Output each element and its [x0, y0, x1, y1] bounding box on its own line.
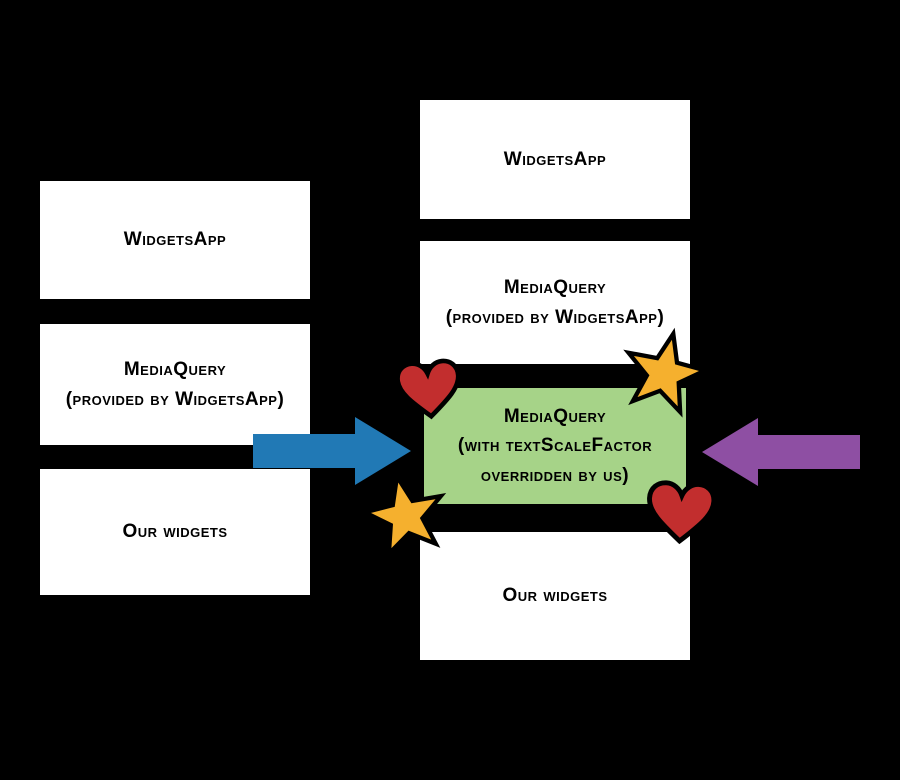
box-label-mediaquery-before: MediaQuery (provided by WidgetsApp): [65, 359, 285, 410]
box-mediaquery-override: MediaQuery (with textScaleFactor overrid…: [420, 384, 690, 508]
box-mediaquery-provided-after: MediaQuery (provided by WidgetsApp): [420, 241, 690, 364]
star-icon: [358, 470, 447, 560]
arrow-right-icon: [253, 417, 411, 485]
box-label-mediaquery-provided-after: MediaQuery (provided by WidgetsApp): [445, 277, 665, 328]
heart-icon: [395, 358, 461, 420]
box-widgetsapp-after: WidgetsApp: [420, 100, 690, 219]
box-label-our-widgets-before: Our widgets: [122, 521, 228, 543]
box-widgetsapp-before: WidgetsApp: [40, 181, 310, 299]
box-label-mediaquery-override: MediaQuery (with textScaleFactor overrid…: [457, 405, 653, 486]
box-mediaquery-before: MediaQuery (provided by WidgetsApp): [40, 324, 310, 445]
star-icon: [623, 327, 712, 418]
box-our-widgets-before: Our widgets: [40, 469, 310, 595]
box-label-our-widgets-after: Our widgets: [502, 585, 608, 607]
box-label-widgetsapp-after: WidgetsApp: [503, 148, 607, 170]
box-our-widgets-after: Our widgets: [420, 532, 690, 660]
heart-icon: [647, 480, 717, 545]
arrow-left-icon: [702, 418, 860, 486]
box-label-widgetsapp-before: WidgetsApp: [123, 229, 227, 251]
